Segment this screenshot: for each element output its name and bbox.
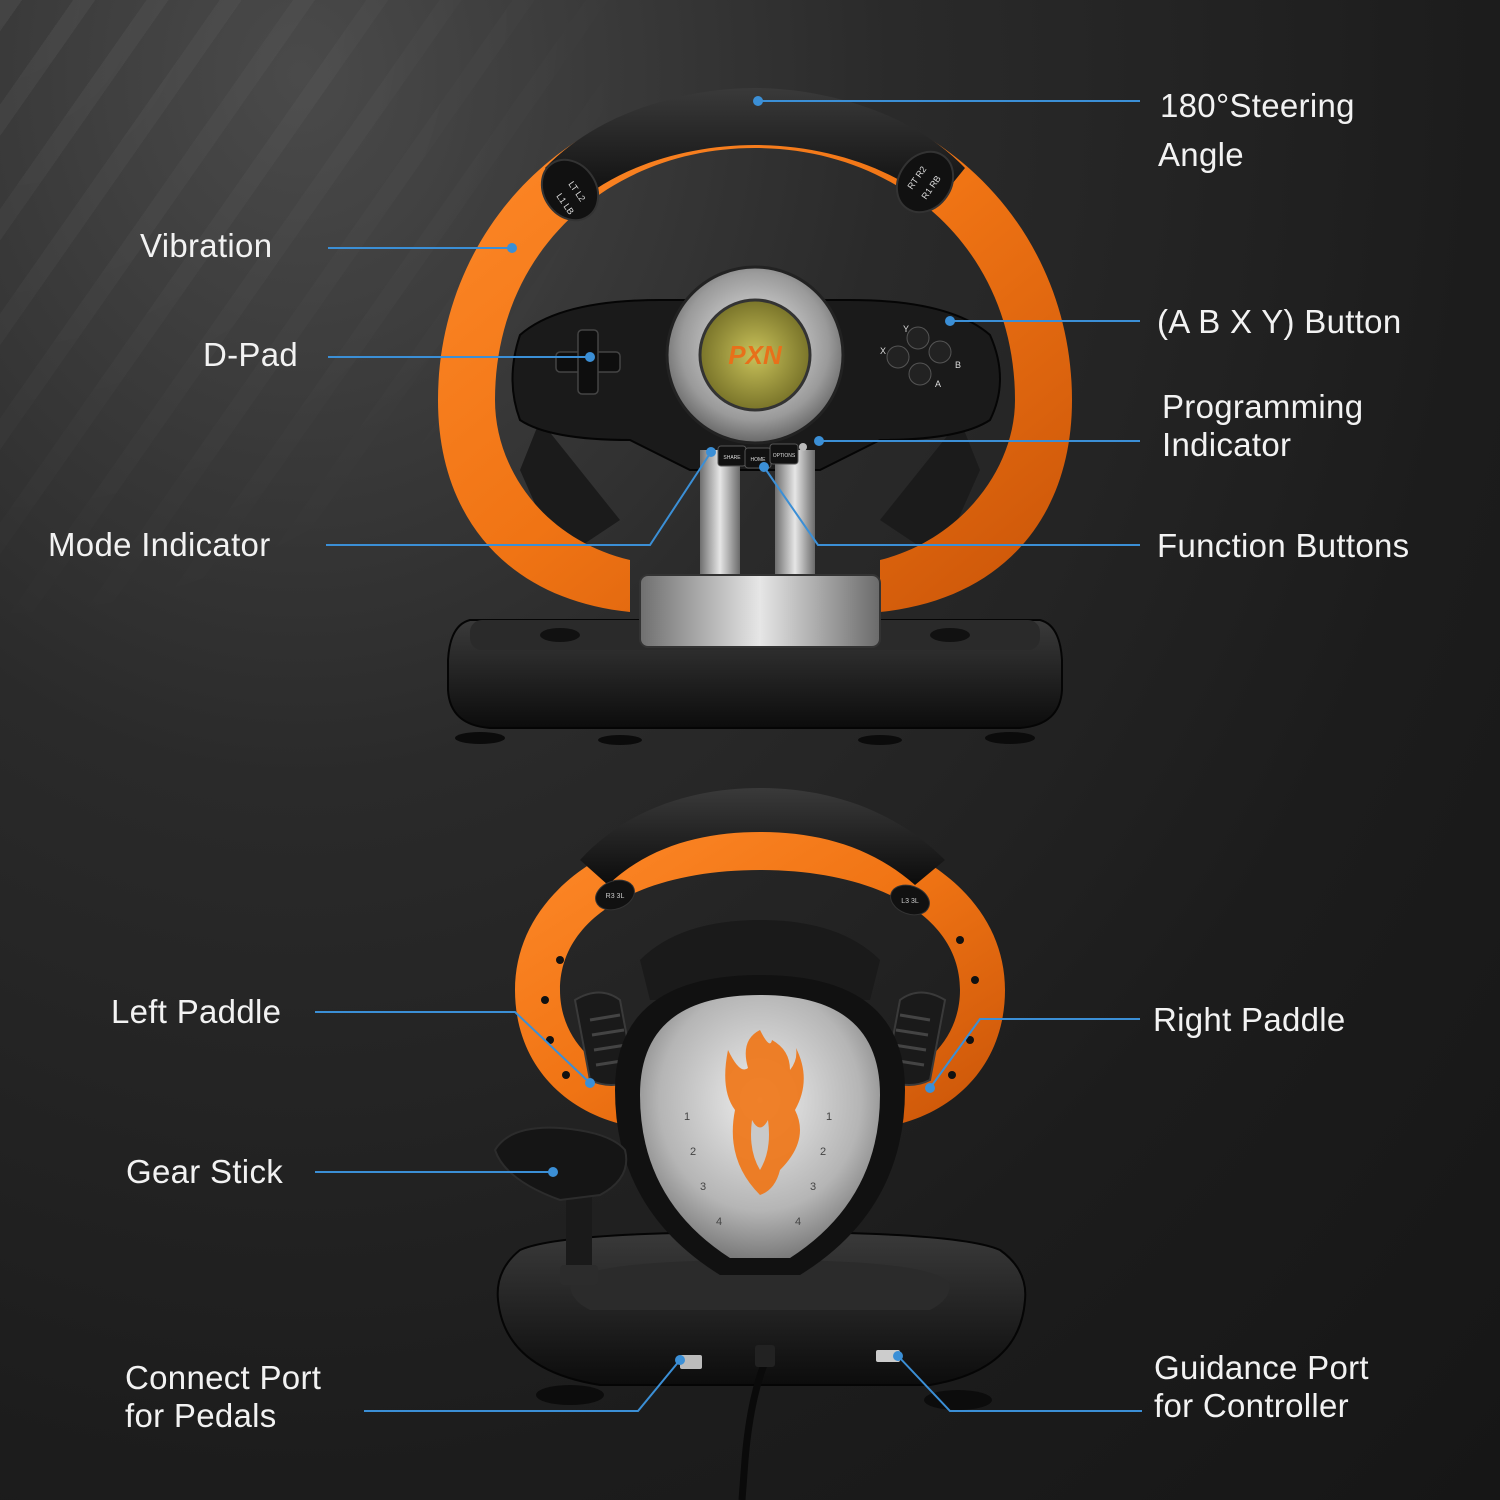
bottom-wheel-grip xyxy=(580,788,945,885)
svg-text:1: 1 xyxy=(826,1111,832,1123)
svg-text:4: 4 xyxy=(795,1216,801,1228)
gear-numbers: 1 2 3 4 1 2 3 4 xyxy=(684,1111,832,1228)
svg-text:OPTIONS: OPTIONS xyxy=(773,453,796,459)
label-programming-indicator-line2: Indicator xyxy=(1162,426,1292,463)
svg-text:2: 2 xyxy=(820,1146,826,1158)
svg-text:R3 3L: R3 3L xyxy=(606,893,625,900)
svg-text:4: 4 xyxy=(716,1216,722,1228)
svg-text:A: A xyxy=(935,379,941,389)
svg-text:3: 3 xyxy=(700,1181,706,1193)
svg-text:2: 2 xyxy=(690,1146,696,1158)
label-vibration: Vibration xyxy=(140,227,273,264)
svg-text:SHARE: SHARE xyxy=(723,455,741,461)
label-right-paddle: Right Paddle xyxy=(1153,1001,1346,1038)
svg-text:X: X xyxy=(880,346,886,356)
label-function-buttons: Function Buttons xyxy=(1157,527,1410,564)
mode-indicator-led xyxy=(707,448,715,456)
label-mode-indicator: Mode Indicator xyxy=(48,526,271,563)
svg-text:B: B xyxy=(955,360,961,370)
rt-rb-shoulder-buttons[interactable]: RT R2 R1 RB xyxy=(885,141,964,223)
label-steering-angle-line1: 180°Steering xyxy=(1160,87,1355,124)
svg-text:Y: Y xyxy=(903,324,909,334)
pedals-connect-port xyxy=(680,1355,702,1369)
top-wheel-grip xyxy=(545,88,965,205)
label-dpad: D-Pad xyxy=(203,336,299,373)
bottom-rim-button-left[interactable]: R3 3L xyxy=(591,875,638,915)
dpad[interactable] xyxy=(555,329,621,395)
label-programming-indicator-line1: Programming xyxy=(1162,388,1364,425)
label-gear-stick: Gear Stick xyxy=(126,1153,284,1190)
abxy-buttons[interactable]: Y X B A xyxy=(880,324,961,389)
gear-stick[interactable] xyxy=(493,1126,628,1285)
label-left-paddle: Left Paddle xyxy=(111,993,282,1030)
programming-indicator-led xyxy=(799,443,807,451)
label-steering-angle-line2: Angle xyxy=(1158,136,1244,173)
function-buttons[interactable]: SHARE HOME OPTIONS xyxy=(717,443,799,469)
label-guidance-port-line1: Guidance Port xyxy=(1154,1349,1369,1386)
bottom-wheel-rim xyxy=(515,820,1005,1125)
top-wheel: LT L2 L1 LB RT R2 R1 RB PXN xyxy=(438,88,1072,745)
pxn-logo: PXN xyxy=(728,340,783,370)
controller-guidance-port xyxy=(876,1350,900,1362)
label-guidance-port-line2: for Controller xyxy=(1154,1387,1349,1424)
bottom-rim-button-right[interactable]: L3 3L xyxy=(886,880,933,920)
label-connect-port-line1: Connect Port xyxy=(125,1359,322,1396)
label-abxy-button: (A B X Y) Button xyxy=(1157,303,1402,340)
bottom-wheel: R3 3L L3 3L xyxy=(493,788,1027,1500)
lt-lb-shoulder-buttons[interactable]: LT L2 L1 LB xyxy=(530,149,609,231)
flame-graphic xyxy=(725,1030,804,1195)
svg-text:L3 3L: L3 3L xyxy=(901,898,919,905)
svg-text:1: 1 xyxy=(684,1111,690,1123)
svg-text:HOME: HOME xyxy=(751,457,767,463)
label-connect-port-line2: for Pedals xyxy=(125,1397,277,1434)
svg-text:3: 3 xyxy=(810,1181,816,1193)
